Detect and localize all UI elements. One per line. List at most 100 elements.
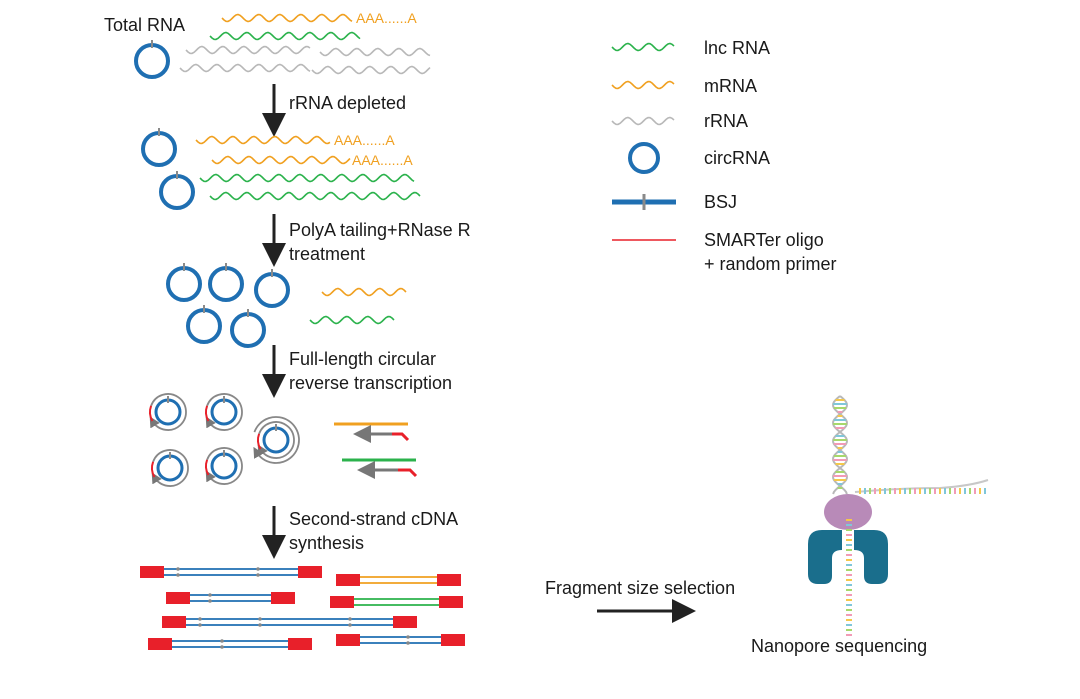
cdna-arrow bbox=[253, 416, 300, 464]
primer-line bbox=[204, 405, 210, 422]
adapter-block bbox=[441, 634, 465, 646]
reverse-transcription-group bbox=[148, 393, 300, 487]
bsj-mark-icon bbox=[348, 623, 352, 627]
linear-rt-group bbox=[334, 422, 418, 479]
legend-circ-label: circRNA bbox=[704, 148, 770, 168]
bsj-mark-icon bbox=[220, 645, 224, 649]
bsj-mark-icon bbox=[256, 573, 260, 577]
bsj-mark-icon bbox=[220, 639, 224, 643]
pore-right bbox=[854, 530, 888, 584]
mrna-strand-icon bbox=[195, 135, 331, 145]
adapter-block bbox=[393, 616, 417, 628]
circrna-icon bbox=[262, 426, 290, 454]
legend-rrna-label: rRNA bbox=[704, 111, 748, 131]
primer-line bbox=[150, 461, 156, 478]
bsj-mark-icon bbox=[176, 573, 180, 577]
mrna-strand-icon bbox=[211, 155, 351, 165]
translocating-strand bbox=[846, 519, 852, 636]
bsj-mark-icon bbox=[258, 623, 262, 627]
circrna-icon bbox=[208, 266, 244, 302]
total-rna-label: Total RNA bbox=[104, 15, 186, 35]
rrna-strand-icon bbox=[179, 63, 311, 73]
primer-line bbox=[204, 459, 210, 476]
adapter-block bbox=[439, 596, 463, 608]
rrna-strand-icon bbox=[185, 45, 311, 55]
cdna-arrow bbox=[205, 393, 243, 431]
lncrna-strand-icon bbox=[209, 31, 361, 41]
step1-label: rRNA depleted bbox=[289, 93, 407, 113]
circrna-icon bbox=[186, 308, 222, 344]
rnase-r-group bbox=[166, 263, 407, 348]
adapter-block bbox=[271, 592, 295, 604]
lncrna-strand-icon bbox=[199, 173, 415, 183]
mrna-strand-icon bbox=[321, 287, 407, 297]
nanopore-illustration bbox=[808, 395, 989, 636]
ds-cdna-group bbox=[140, 566, 465, 650]
step3-label: Full-length circular reverse transcripti… bbox=[289, 349, 453, 393]
step2-label: PolyA tailing+RNase R treatment bbox=[289, 220, 471, 264]
cdna-arrow bbox=[257, 421, 295, 459]
adapter-block bbox=[437, 574, 461, 586]
legend-mrna-label: mRNA bbox=[704, 76, 757, 96]
bsj-mark-icon bbox=[198, 617, 202, 621]
bsj-mark-icon bbox=[198, 623, 202, 627]
circrna-icon bbox=[154, 398, 182, 426]
cdna-arrow bbox=[149, 393, 187, 431]
adapter-block bbox=[336, 634, 360, 646]
bsj-mark-icon bbox=[256, 567, 260, 571]
bsj-mark-icon bbox=[406, 641, 410, 645]
rrna-strand-icon bbox=[319, 47, 431, 57]
adapter-block bbox=[298, 566, 322, 578]
legend-circ-icon bbox=[628, 142, 660, 174]
adapter-block bbox=[140, 566, 164, 578]
legend-rrna-icon bbox=[611, 116, 675, 126]
primer-line bbox=[256, 433, 262, 450]
circrna-icon bbox=[156, 454, 184, 482]
ssdna-bases bbox=[859, 488, 986, 494]
circrna-icon bbox=[166, 266, 202, 302]
circrna-icon bbox=[210, 398, 238, 426]
lncrna-strand-icon bbox=[309, 315, 395, 325]
circrna-icon bbox=[254, 272, 290, 308]
lncrna-strand-icon bbox=[209, 191, 421, 201]
bsj-mark-icon bbox=[406, 635, 410, 639]
legend bbox=[611, 42, 676, 241]
bsj-mark-icon bbox=[176, 567, 180, 571]
adapter-block bbox=[148, 638, 172, 650]
bsj-mark-icon bbox=[208, 593, 212, 597]
rrna-strand-icon bbox=[311, 65, 431, 75]
adapter-block bbox=[166, 592, 190, 604]
cdna-arrow bbox=[205, 447, 243, 485]
bsj-mark-icon bbox=[348, 617, 352, 621]
polya-tail-label: AAA......A bbox=[334, 132, 395, 148]
cdna-arrow bbox=[151, 449, 189, 487]
polya-tail-label: AAA......A bbox=[352, 152, 413, 168]
circrna-icon bbox=[141, 131, 177, 167]
circrna-icon bbox=[159, 174, 195, 210]
legend-lnc-label: lnc RNA bbox=[704, 38, 771, 58]
adapter-block bbox=[330, 596, 354, 608]
adapter-block bbox=[336, 574, 360, 586]
helix-bases bbox=[833, 399, 847, 489]
fragment-label: Fragment size selection bbox=[545, 578, 736, 598]
circrna-icon bbox=[134, 43, 170, 79]
legend-primer-label: SMARTer oligo + random primer bbox=[704, 230, 837, 274]
step4-label: Second-strand cDNA synthesis bbox=[289, 509, 459, 553]
legend-lnc-icon bbox=[611, 42, 675, 52]
legend-mrna-icon bbox=[611, 80, 675, 90]
motor-protein bbox=[824, 494, 872, 530]
primer-line bbox=[398, 468, 418, 478]
bsj-mark-icon bbox=[258, 617, 262, 621]
sequencing-label: Nanopore sequencing bbox=[751, 636, 928, 656]
mrna-strand-icon bbox=[221, 13, 353, 23]
adapter-block bbox=[162, 616, 186, 628]
pore-left bbox=[808, 530, 842, 584]
circrna-icon bbox=[210, 452, 238, 480]
legend-bsj-label: BSJ bbox=[704, 192, 738, 212]
bsj-mark-icon bbox=[208, 599, 212, 603]
circrna-set bbox=[166, 263, 290, 348]
polya-tail-label: AAA......A bbox=[356, 10, 417, 26]
adapter-block bbox=[288, 638, 312, 650]
